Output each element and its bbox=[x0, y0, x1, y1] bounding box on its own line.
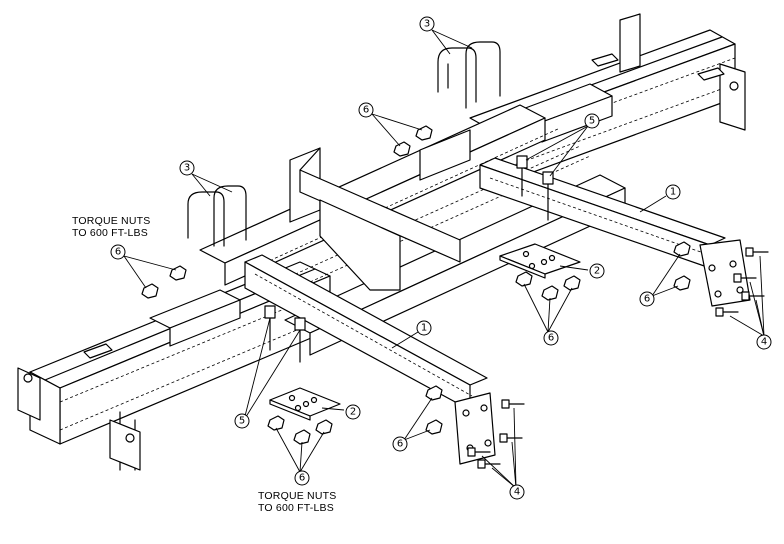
cross-tube-right bbox=[479, 157, 751, 307]
callout-number: 6 bbox=[299, 473, 305, 484]
callout-2-right: 2 bbox=[589, 263, 605, 279]
callout-1-right: 1 bbox=[665, 184, 681, 200]
callout-number: 6 bbox=[644, 294, 650, 305]
torque-note-line1: TORQUE NUTS bbox=[72, 215, 151, 227]
cross-tube-left bbox=[244, 254, 496, 465]
callout-number: 6 bbox=[363, 105, 369, 116]
callout-1-left: 1 bbox=[416, 320, 432, 336]
callout-number: 3 bbox=[184, 163, 190, 174]
u-bolt-left bbox=[187, 185, 247, 247]
torque-note-line1: TORQUE NUTS bbox=[258, 490, 337, 502]
stand-bolts-left bbox=[264, 305, 306, 363]
callout-5-left: 5 bbox=[234, 413, 250, 429]
callout-6-left-plate: 6 bbox=[294, 470, 310, 486]
callout-number: 4 bbox=[514, 487, 520, 498]
callout-number: 6 bbox=[397, 439, 403, 450]
nuts-left-plate bbox=[267, 415, 333, 445]
torque-note-line2: TO 600 FT-LBS bbox=[258, 502, 334, 514]
callout-6-right-plate: 6 bbox=[543, 330, 559, 346]
stand-plate-right bbox=[499, 243, 581, 279]
nuts-right-tube bbox=[673, 241, 691, 291]
center-frame bbox=[199, 104, 626, 356]
callout-number: 3 bbox=[424, 19, 430, 30]
callout-6-upper-right: 6 bbox=[358, 102, 374, 118]
nuts-left-tube bbox=[425, 385, 443, 435]
callout-6-right-tube: 6 bbox=[639, 291, 655, 307]
callout-3-left: 3 bbox=[179, 160, 195, 176]
callout-number: 2 bbox=[350, 407, 356, 418]
callout-number: 1 bbox=[670, 187, 676, 198]
torque-note-left: TORQUE NUTS TO 600 FT-LBS bbox=[72, 215, 150, 239]
leader-lines bbox=[123, 29, 765, 489]
callout-number: 6 bbox=[115, 247, 121, 258]
toolbar-beam-right bbox=[469, 13, 746, 187]
callout-2-left: 2 bbox=[345, 404, 361, 420]
callout-6-left-tube: 6 bbox=[392, 436, 408, 452]
u-bolt-right bbox=[437, 41, 501, 109]
callout-4-right: 4 bbox=[756, 334, 772, 350]
callout-number: 2 bbox=[594, 266, 600, 277]
callout-5-right: 5 bbox=[584, 113, 600, 129]
bolts-right bbox=[715, 247, 769, 317]
callout-number: 5 bbox=[239, 416, 245, 427]
nuts-right-plate bbox=[515, 271, 581, 301]
bolts-left bbox=[467, 399, 525, 469]
torque-note-bottom: TORQUE NUTS TO 600 FT-LBS bbox=[258, 490, 336, 514]
callout-number: 6 bbox=[548, 333, 554, 344]
stand-plate-left bbox=[269, 387, 341, 421]
nuts-left-upper bbox=[141, 265, 187, 299]
callout-number: 5 bbox=[589, 116, 595, 127]
callout-3-right: 3 bbox=[419, 16, 435, 32]
torque-note-line2: TO 600 FT-LBS bbox=[72, 227, 148, 239]
callout-number: 4 bbox=[761, 337, 767, 348]
callout-number: 1 bbox=[421, 323, 427, 334]
callout-4-left: 4 bbox=[509, 484, 525, 500]
callout-6-upper-left: 6 bbox=[110, 244, 126, 260]
